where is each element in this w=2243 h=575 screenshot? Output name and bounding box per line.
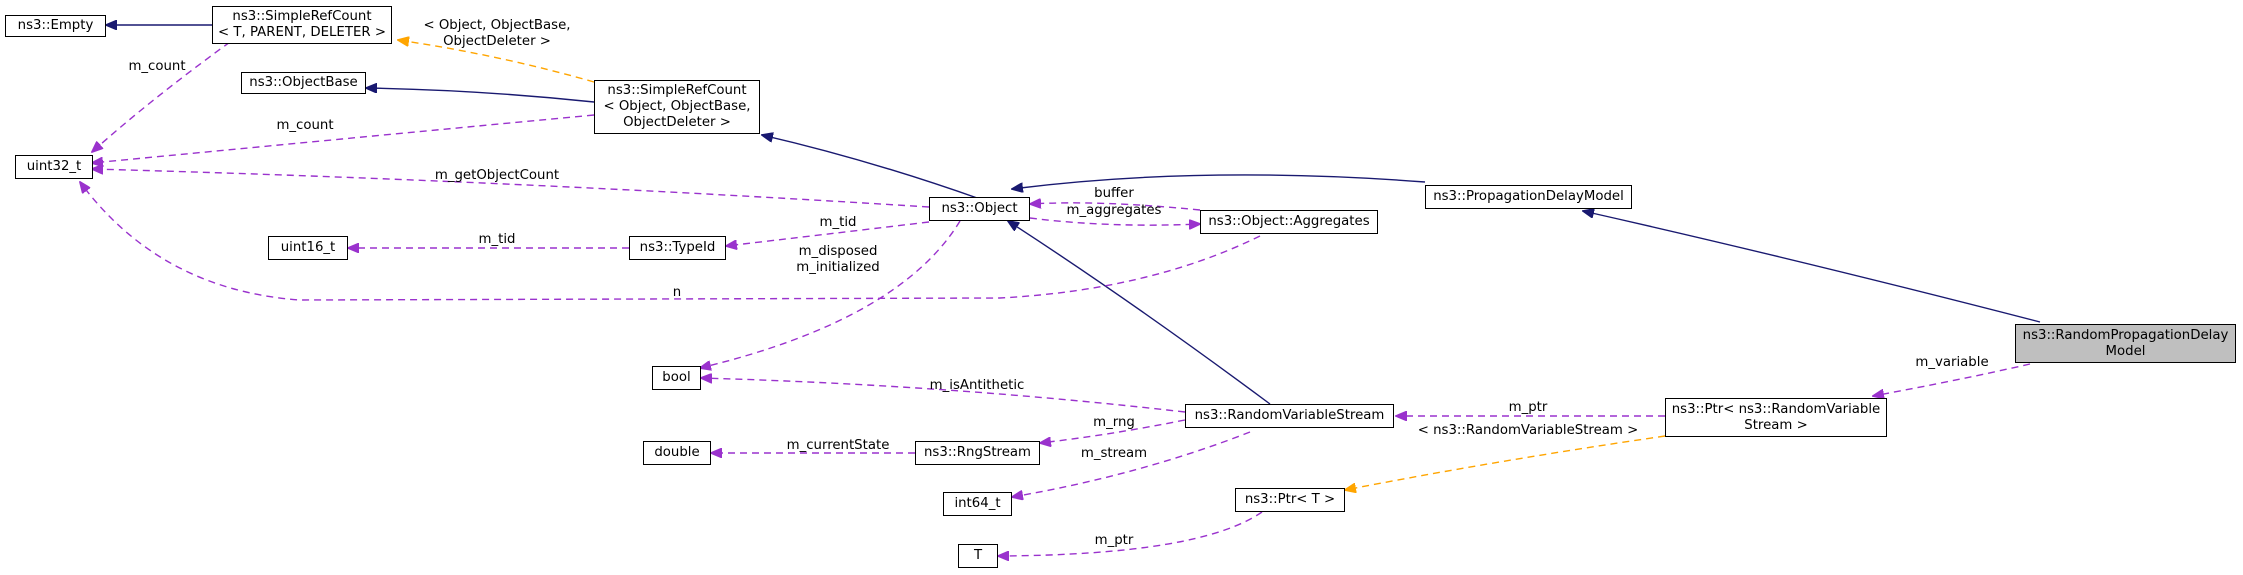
label-m-currentstate: m_currentState bbox=[786, 438, 890, 453]
label-buffer: buffer bbox=[1094, 186, 1134, 201]
node-double[interactable]: double bbox=[643, 441, 711, 465]
node-uint32-t[interactable]: uint32_t bbox=[15, 155, 93, 179]
label-m-getobjectcount: m_getObjectCount bbox=[434, 168, 560, 183]
edge-m-ptr-2 bbox=[998, 511, 1263, 556]
edge-m-tid-2 bbox=[726, 221, 930, 246]
label-m-count-2: m_count bbox=[276, 118, 334, 133]
edge-m-count-2 bbox=[92, 114, 595, 163]
edge-m-aggregates bbox=[1029, 217, 1200, 225]
label-m-disposed: m_disposed m_initialized bbox=[796, 244, 880, 275]
node-simplerefcount-object[interactable]: ns3::SimpleRefCount < Object, ObjectBase… bbox=[594, 80, 760, 134]
node-ptr-t[interactable]: ns3::Ptr< T > bbox=[1235, 488, 1345, 512]
node-uint16-t[interactable]: uint16_t bbox=[268, 236, 348, 260]
node-ns3-objectbase[interactable]: ns3::ObjectBase bbox=[241, 72, 366, 94]
node-int64-t[interactable]: int64_t bbox=[943, 492, 1012, 516]
edge-template-ptr bbox=[1345, 435, 1666, 490]
edge-m-disposed bbox=[700, 220, 961, 368]
edge-m-variable bbox=[1873, 363, 2031, 396]
edge-object-to-simplerefcount-obj bbox=[762, 135, 981, 200]
edge-simplerefcount-obj-to-objectbase bbox=[366, 88, 595, 103]
label-m-ptr-1: m_ptr bbox=[1508, 400, 1548, 415]
label-m-rng: m_rng bbox=[1093, 415, 1135, 430]
node-simplerefcount-template[interactable]: ns3::SimpleRefCount < T, PARENT, DELETER… bbox=[212, 6, 392, 44]
node-random-variable-stream[interactable]: ns3::RandomVariableStream bbox=[1185, 404, 1394, 428]
node-t[interactable]: T bbox=[958, 544, 998, 568]
label-m-ptr-2: m_ptr bbox=[1094, 533, 1134, 548]
node-bool[interactable]: bool bbox=[652, 366, 701, 390]
edge-n bbox=[80, 182, 1261, 301]
edge-m-stream bbox=[1012, 431, 1251, 497]
node-ns3-typeid[interactable]: ns3::TypeId bbox=[629, 236, 726, 260]
node-propagation-delay-model[interactable]: ns3::PropagationDelayModel bbox=[1425, 185, 1632, 209]
label-m-tid-1: m_tid bbox=[478, 232, 516, 247]
node-ns3-object[interactable]: ns3::Object bbox=[929, 197, 1030, 221]
label-template-args-2: < ns3::RandomVariableStream > bbox=[1417, 423, 1639, 438]
label-template-args-1: < Object, ObjectBase, ObjectDeleter > bbox=[423, 18, 571, 49]
label-m-variable: m_variable bbox=[1915, 355, 1989, 370]
node-ns3-rngstream[interactable]: ns3::RngStream bbox=[915, 441, 1040, 465]
node-ns3-empty[interactable]: ns3::Empty bbox=[5, 15, 106, 37]
edge-m-rng bbox=[1040, 419, 1186, 443]
edge-m-count-1 bbox=[92, 41, 231, 152]
label-m-isantithetic: m_isAntithetic bbox=[929, 378, 1025, 393]
edge-template-simplerefcount bbox=[398, 40, 595, 83]
edge-random-propagation-to-propagation-model bbox=[1583, 211, 2041, 323]
node-ptr-random-variable-stream[interactable]: ns3::Ptr< ns3::RandomVariable Stream > bbox=[1665, 398, 1887, 437]
label-m-aggregates: m_aggregates bbox=[1066, 203, 1162, 218]
label-m-count-1: m_count bbox=[128, 59, 186, 74]
edge-m-getobjectcount bbox=[92, 169, 930, 208]
edge-m-isantithetic bbox=[701, 378, 1186, 413]
node-object-aggregates[interactable]: ns3::Object::Aggregates bbox=[1200, 210, 1378, 234]
node-random-propagation-delay-model[interactable]: ns3::RandomPropagationDelay Model bbox=[2015, 324, 2236, 363]
label-m-stream: m_stream bbox=[1080, 446, 1148, 461]
label-n: n bbox=[672, 285, 682, 300]
label-m-tid-2: m_tid bbox=[819, 215, 857, 230]
edge-propagation-model-to-object bbox=[1012, 174, 1426, 189]
edge-rvs-to-object bbox=[1008, 221, 1271, 405]
